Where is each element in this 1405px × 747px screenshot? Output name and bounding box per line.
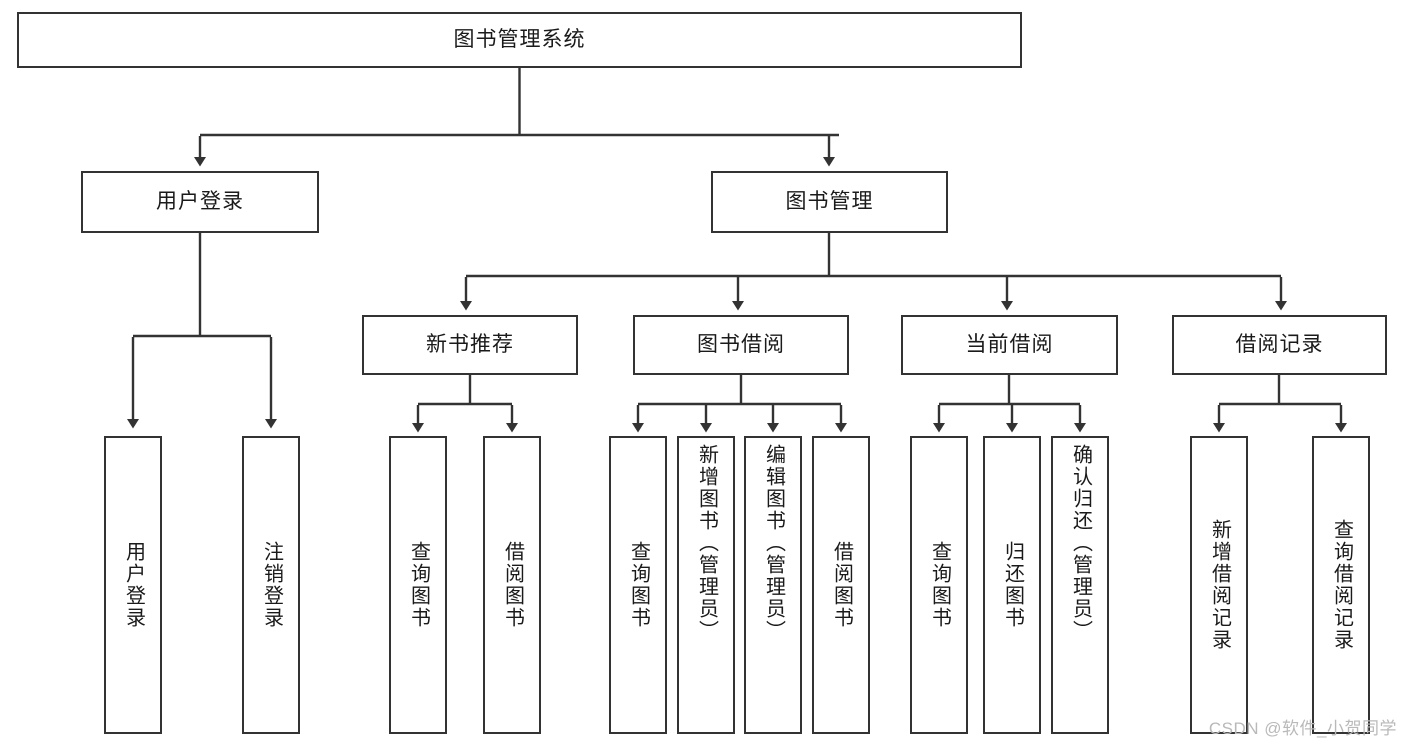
node-leaf-add-book-admin[interactable]: 新增图书（管理员） [677,436,735,734]
node-leaf-add-borrow-record-label: 新增借阅记录 [1208,519,1231,651]
node-root-label: 图书管理系统 [453,27,586,51]
node-leaf-borrow-book-2-label: 借阅图书 [830,541,853,629]
node-leaf-edit-book-admin-label: 编辑图书（管理员） [762,444,785,642]
node-leaf-return-book[interactable]: 归还图书 [983,436,1041,734]
node-leaf-query-book-2[interactable]: 查询图书 [609,436,667,734]
node-book-manage[interactable]: 图书管理 [711,171,948,233]
node-leaf-return-book-label: 归还图书 [1001,541,1024,629]
node-leaf-edit-book-admin[interactable]: 编辑图书（管理员） [744,436,802,734]
node-leaf-borrow-book-1[interactable]: 借阅图书 [483,436,541,734]
node-leaf-confirm-return-admin[interactable]: 确认归还（管理员） [1051,436,1109,734]
node-leaf-query-book-1[interactable]: 查询图书 [389,436,447,734]
node-leaf-query-book-2-label: 查询图书 [627,541,650,629]
node-current-borrow-label: 当前借阅 [965,332,1054,356]
node-book-manage-label: 图书管理 [785,189,874,213]
node-new-book-recommend-label: 新书推荐 [426,332,514,356]
node-leaf-borrow-book-1-label: 借阅图书 [501,541,524,629]
node-book-borrow-label: 图书借阅 [697,332,785,356]
node-leaf-user-login[interactable]: 用户登录 [104,436,162,734]
node-leaf-logout-login[interactable]: 注销登录 [242,436,300,734]
node-leaf-query-borrow-record-label: 查询借阅记录 [1330,519,1353,651]
node-leaf-query-book-3[interactable]: 查询图书 [910,436,968,734]
node-leaf-query-book-1-label: 查询图书 [407,541,430,629]
node-borrow-record-label: 借阅记录 [1235,332,1324,356]
node-new-book-recommend[interactable]: 新书推荐 [362,315,578,375]
node-user-login-label: 用户登录 [156,189,244,213]
node-borrow-record[interactable]: 借阅记录 [1172,315,1387,375]
node-leaf-confirm-return-admin-label: 确认归还（管理员） [1069,444,1092,642]
watermark: CSDN @软件_小贺同学 [1208,719,1397,738]
node-root[interactable]: 图书管理系统 [17,12,1022,68]
node-leaf-borrow-book-2[interactable]: 借阅图书 [812,436,870,734]
node-leaf-user-login-label: 用户登录 [122,541,145,629]
node-leaf-query-book-3-label: 查询图书 [928,541,951,629]
node-book-borrow[interactable]: 图书借阅 [633,315,849,375]
node-user-login[interactable]: 用户登录 [81,171,319,233]
node-leaf-add-book-admin-label: 新增图书（管理员） [695,444,718,642]
node-leaf-query-borrow-record[interactable]: 查询借阅记录 [1312,436,1370,734]
node-leaf-logout-login-label: 注销登录 [260,541,283,629]
node-current-borrow[interactable]: 当前借阅 [901,315,1118,375]
node-leaf-add-borrow-record[interactable]: 新增借阅记录 [1190,436,1248,734]
